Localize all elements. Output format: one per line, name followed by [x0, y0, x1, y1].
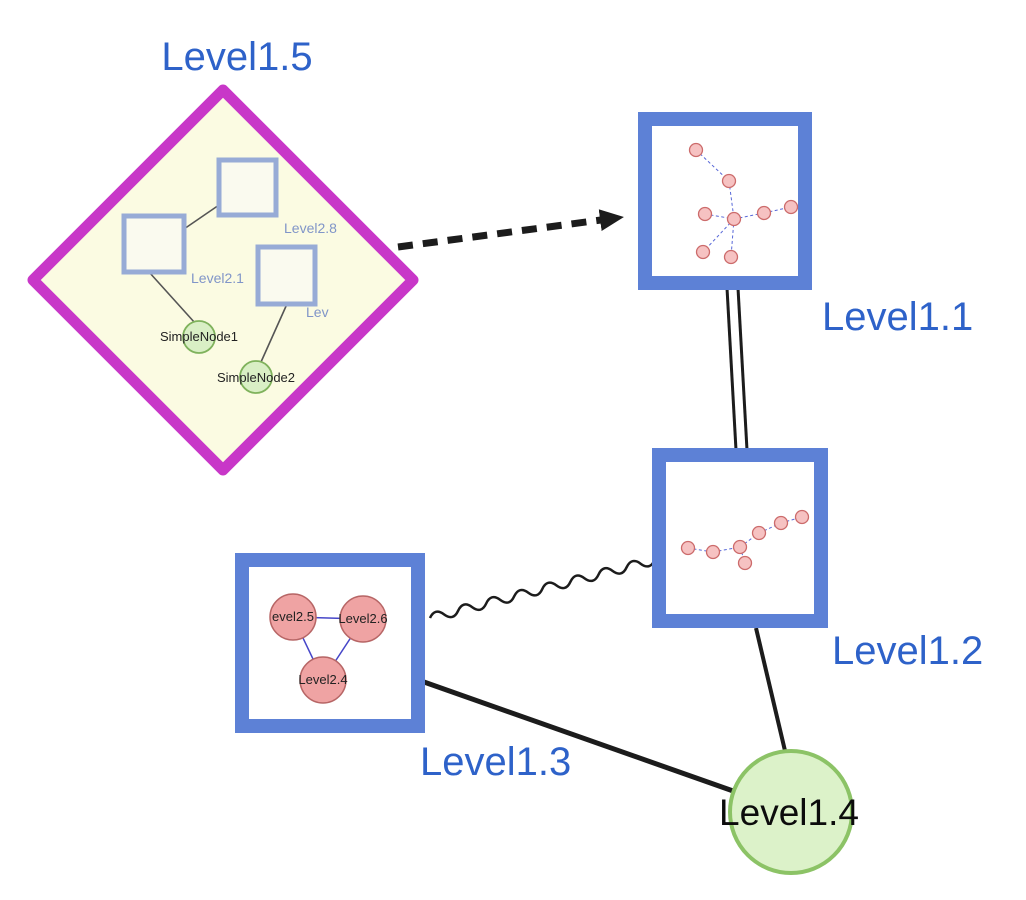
mini-graph-level1-2: [680, 509, 810, 571]
edge-lev-to-simplenode2[interactable]: [260, 303, 288, 363]
edge-level1-5-to-level1-1-dashed-arrow[interactable]: [397, 209, 624, 251]
mini-node[interactable]: [732, 539, 748, 555]
node-level1-1-group: Level1.1: [638, 112, 973, 339]
mini-edge: [687, 547, 714, 553]
mini-node[interactable]: [695, 244, 711, 260]
child-label-simplenode1: SimpleNode1: [160, 329, 238, 344]
mini-node[interactable]: [697, 206, 713, 222]
node-label-level1-4: Level1.4: [719, 792, 859, 833]
edge-level1-3-to-level1-2-wavy[interactable]: [428, 559, 656, 619]
child-label-level2-6: Level2.6: [338, 611, 387, 626]
mini-node[interactable]: [756, 205, 772, 221]
child-node-level2-1[interactable]: [121, 213, 187, 275]
child-node-level2-4[interactable]: [299, 656, 347, 704]
edge-level1-3-to-level1-4[interactable]: [423, 679, 737, 795]
node-level1-3[interactable]: [235, 553, 425, 733]
node-label-level1-2: Level1.2: [832, 629, 983, 673]
mini-node[interactable]: [794, 509, 810, 525]
mini-node[interactable]: [721, 173, 737, 189]
mini-edge: [739, 532, 760, 548]
mini-node[interactable]: [773, 515, 789, 531]
child-node-level2-8[interactable]: [216, 157, 279, 218]
mini-edge: [695, 149, 730, 182]
mini-node[interactable]: [726, 211, 742, 227]
mini-node[interactable]: [783, 199, 799, 215]
node-level1-4-group: Level1.4: [719, 749, 859, 875]
child-label-level2-5: evel2.5: [272, 609, 314, 624]
node-label-level1-3: Level1.3: [420, 740, 571, 784]
node-label-level1-5: Level1.5: [161, 35, 312, 79]
mini-edge: [758, 522, 782, 534]
mini-node[interactable]: [705, 544, 721, 560]
node-level1-2[interactable]: [652, 448, 828, 628]
mini-node[interactable]: [680, 540, 696, 556]
edge-level2-1-to-simplenode1[interactable]: [148, 271, 196, 324]
node-label-level1-1: Level1.1: [822, 295, 973, 339]
mini-node[interactable]: [688, 142, 704, 158]
node-level1-5-diamond[interactable]: [27, 84, 419, 476]
node-level1-4[interactable]: [728, 749, 854, 875]
mini-node[interactable]: [723, 249, 739, 265]
child-node-level2-6[interactable]: [339, 595, 387, 643]
mini-node[interactable]: [751, 525, 767, 541]
edge-level1-1-to-level1-2-double[interactable]: [725, 287, 749, 451]
child-node-simplenode2[interactable]: [239, 360, 273, 394]
child-label-level2-4: Level2.4: [298, 672, 347, 687]
child-node-lev[interactable]: [255, 244, 318, 307]
node-level1-2-group: Level1.2: [652, 448, 983, 673]
child-label-level2-1: Level2.1: [191, 270, 244, 286]
mini-edge: [702, 218, 735, 253]
child-label-level2-8: Level2.8: [284, 220, 337, 236]
node-level1-3-group: evel2.5 Level2.6 Level2.4 Level1.3: [235, 553, 571, 784]
child-node-simplenode1[interactable]: [182, 320, 216, 354]
mini-node[interactable]: [737, 555, 753, 571]
edge-level2-1-to-level2-8[interactable]: [183, 204, 220, 230]
child-label-lev: Lev: [306, 304, 329, 320]
node-level1-5-group: Level1.5 Level2.8 Level2.1 Lev SimpleNod…: [27, 35, 419, 476]
edge-level1-2-to-level1-4[interactable]: [754, 627, 788, 756]
child-node-level2-5[interactable]: [269, 593, 317, 641]
child-label-simplenode2: SimpleNode2: [217, 370, 295, 385]
mini-graph-level1-1: [688, 142, 799, 265]
